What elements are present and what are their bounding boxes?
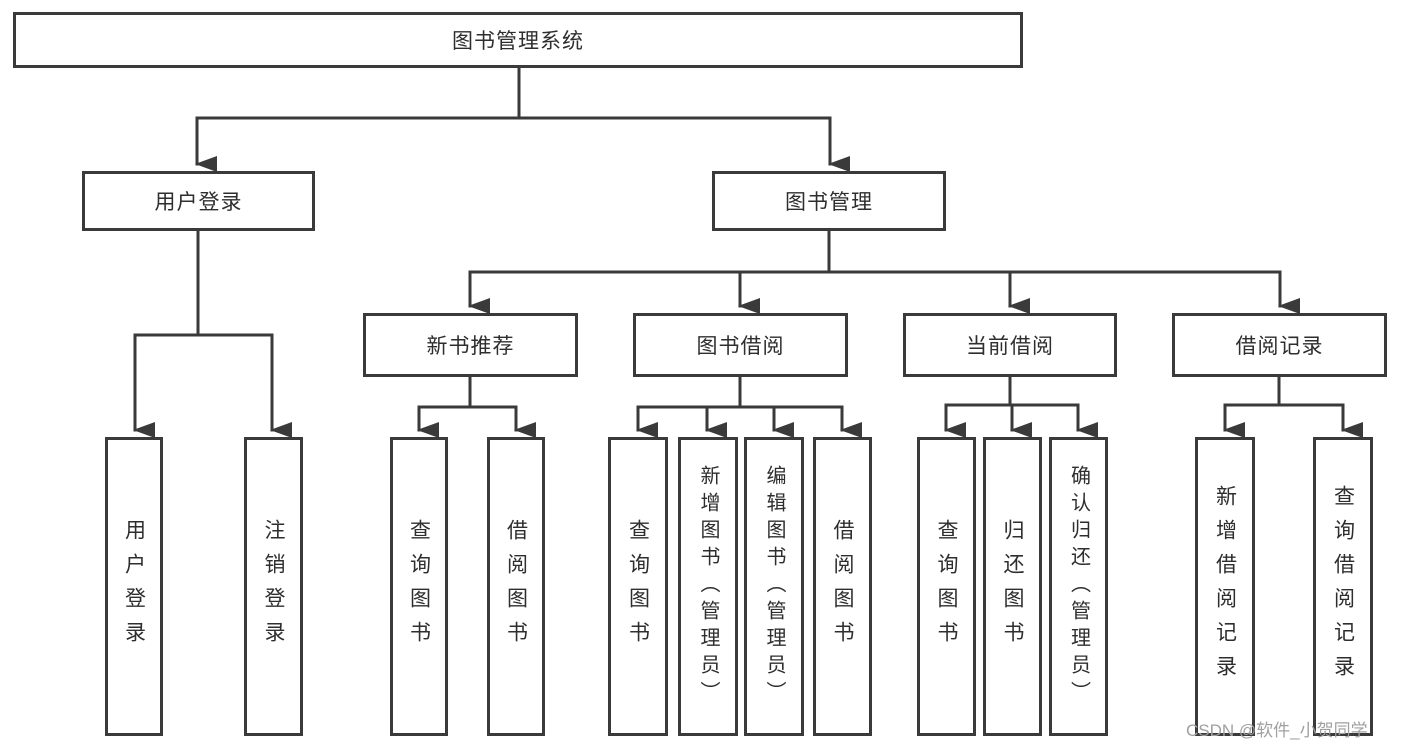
node-root: 图书管理系统 — [13, 12, 1023, 68]
node-book-mgmt: 图书管理 — [712, 171, 946, 231]
leaf-rec-borrow-label: 借阅图书 — [504, 518, 528, 655]
leaf-br-query-label: 查询借阅记录 — [1331, 484, 1355, 689]
leaf-bb-add: 新增图书（管理员） — [678, 437, 738, 736]
node-book-borrow: 图书借阅 — [633, 313, 848, 377]
node-user-login-label: 用户登录 — [154, 191, 243, 214]
node-user-login: 用户登录 — [82, 171, 315, 231]
watermark: CSDN @软件_小贺同学 — [1186, 721, 1368, 740]
node-book-mgmt-label: 图书管理 — [785, 191, 873, 214]
node-current-borrow: 当前借阅 — [903, 313, 1117, 377]
node-root-label: 图书管理系统 — [452, 30, 584, 53]
leaf-logout: 注销登录 — [244, 437, 303, 736]
node-current-borrow-label: 当前借阅 — [966, 335, 1054, 358]
node-book-borrow-label: 图书借阅 — [696, 335, 785, 358]
leaf-bb-edit-label: 编辑图书（管理员） — [763, 465, 785, 708]
node-borrow-records-label: 借阅记录 — [1235, 335, 1324, 358]
leaf-cb-query-label: 查询图书 — [935, 518, 958, 655]
leaf-rec-borrow: 借阅图书 — [487, 437, 545, 736]
leaf-rec-query-label: 查询图书 — [407, 518, 431, 655]
leaf-user-login-label: 用户登录 — [122, 518, 146, 655]
leaf-cb-confirm-label: 确认归还（管理员） — [1067, 465, 1090, 708]
leaf-bb-query: 查询图书 — [608, 437, 668, 736]
leaf-cb-confirm: 确认归还（管理员） — [1049, 437, 1108, 736]
node-new-book-rec-label: 新书推荐 — [426, 335, 515, 358]
leaf-bb-add-label: 新增图书（管理员） — [697, 465, 719, 708]
leaf-user-login: 用户登录 — [105, 437, 163, 736]
leaf-bb-borrow: 借阅图书 — [813, 437, 872, 736]
leaf-br-add: 新增借阅记录 — [1195, 437, 1255, 736]
leaf-bb-query-label: 查询图书 — [626, 518, 650, 655]
leaf-br-add-label: 新增借阅记录 — [1213, 484, 1237, 689]
leaf-cb-query: 查询图书 — [917, 437, 976, 736]
leaf-bb-borrow-label: 借阅图书 — [831, 518, 854, 655]
leaf-logout-label: 注销登录 — [262, 518, 285, 655]
leaf-rec-query: 查询图书 — [390, 437, 448, 736]
leaf-br-query: 查询借阅记录 — [1313, 437, 1373, 736]
node-new-book-rec: 新书推荐 — [363, 313, 578, 377]
leaf-bb-edit: 编辑图书（管理员） — [744, 437, 804, 736]
node-borrow-records: 借阅记录 — [1172, 313, 1387, 377]
leaf-cb-return-label: 归还图书 — [1001, 518, 1024, 655]
leaf-cb-return: 归还图书 — [983, 437, 1042, 736]
